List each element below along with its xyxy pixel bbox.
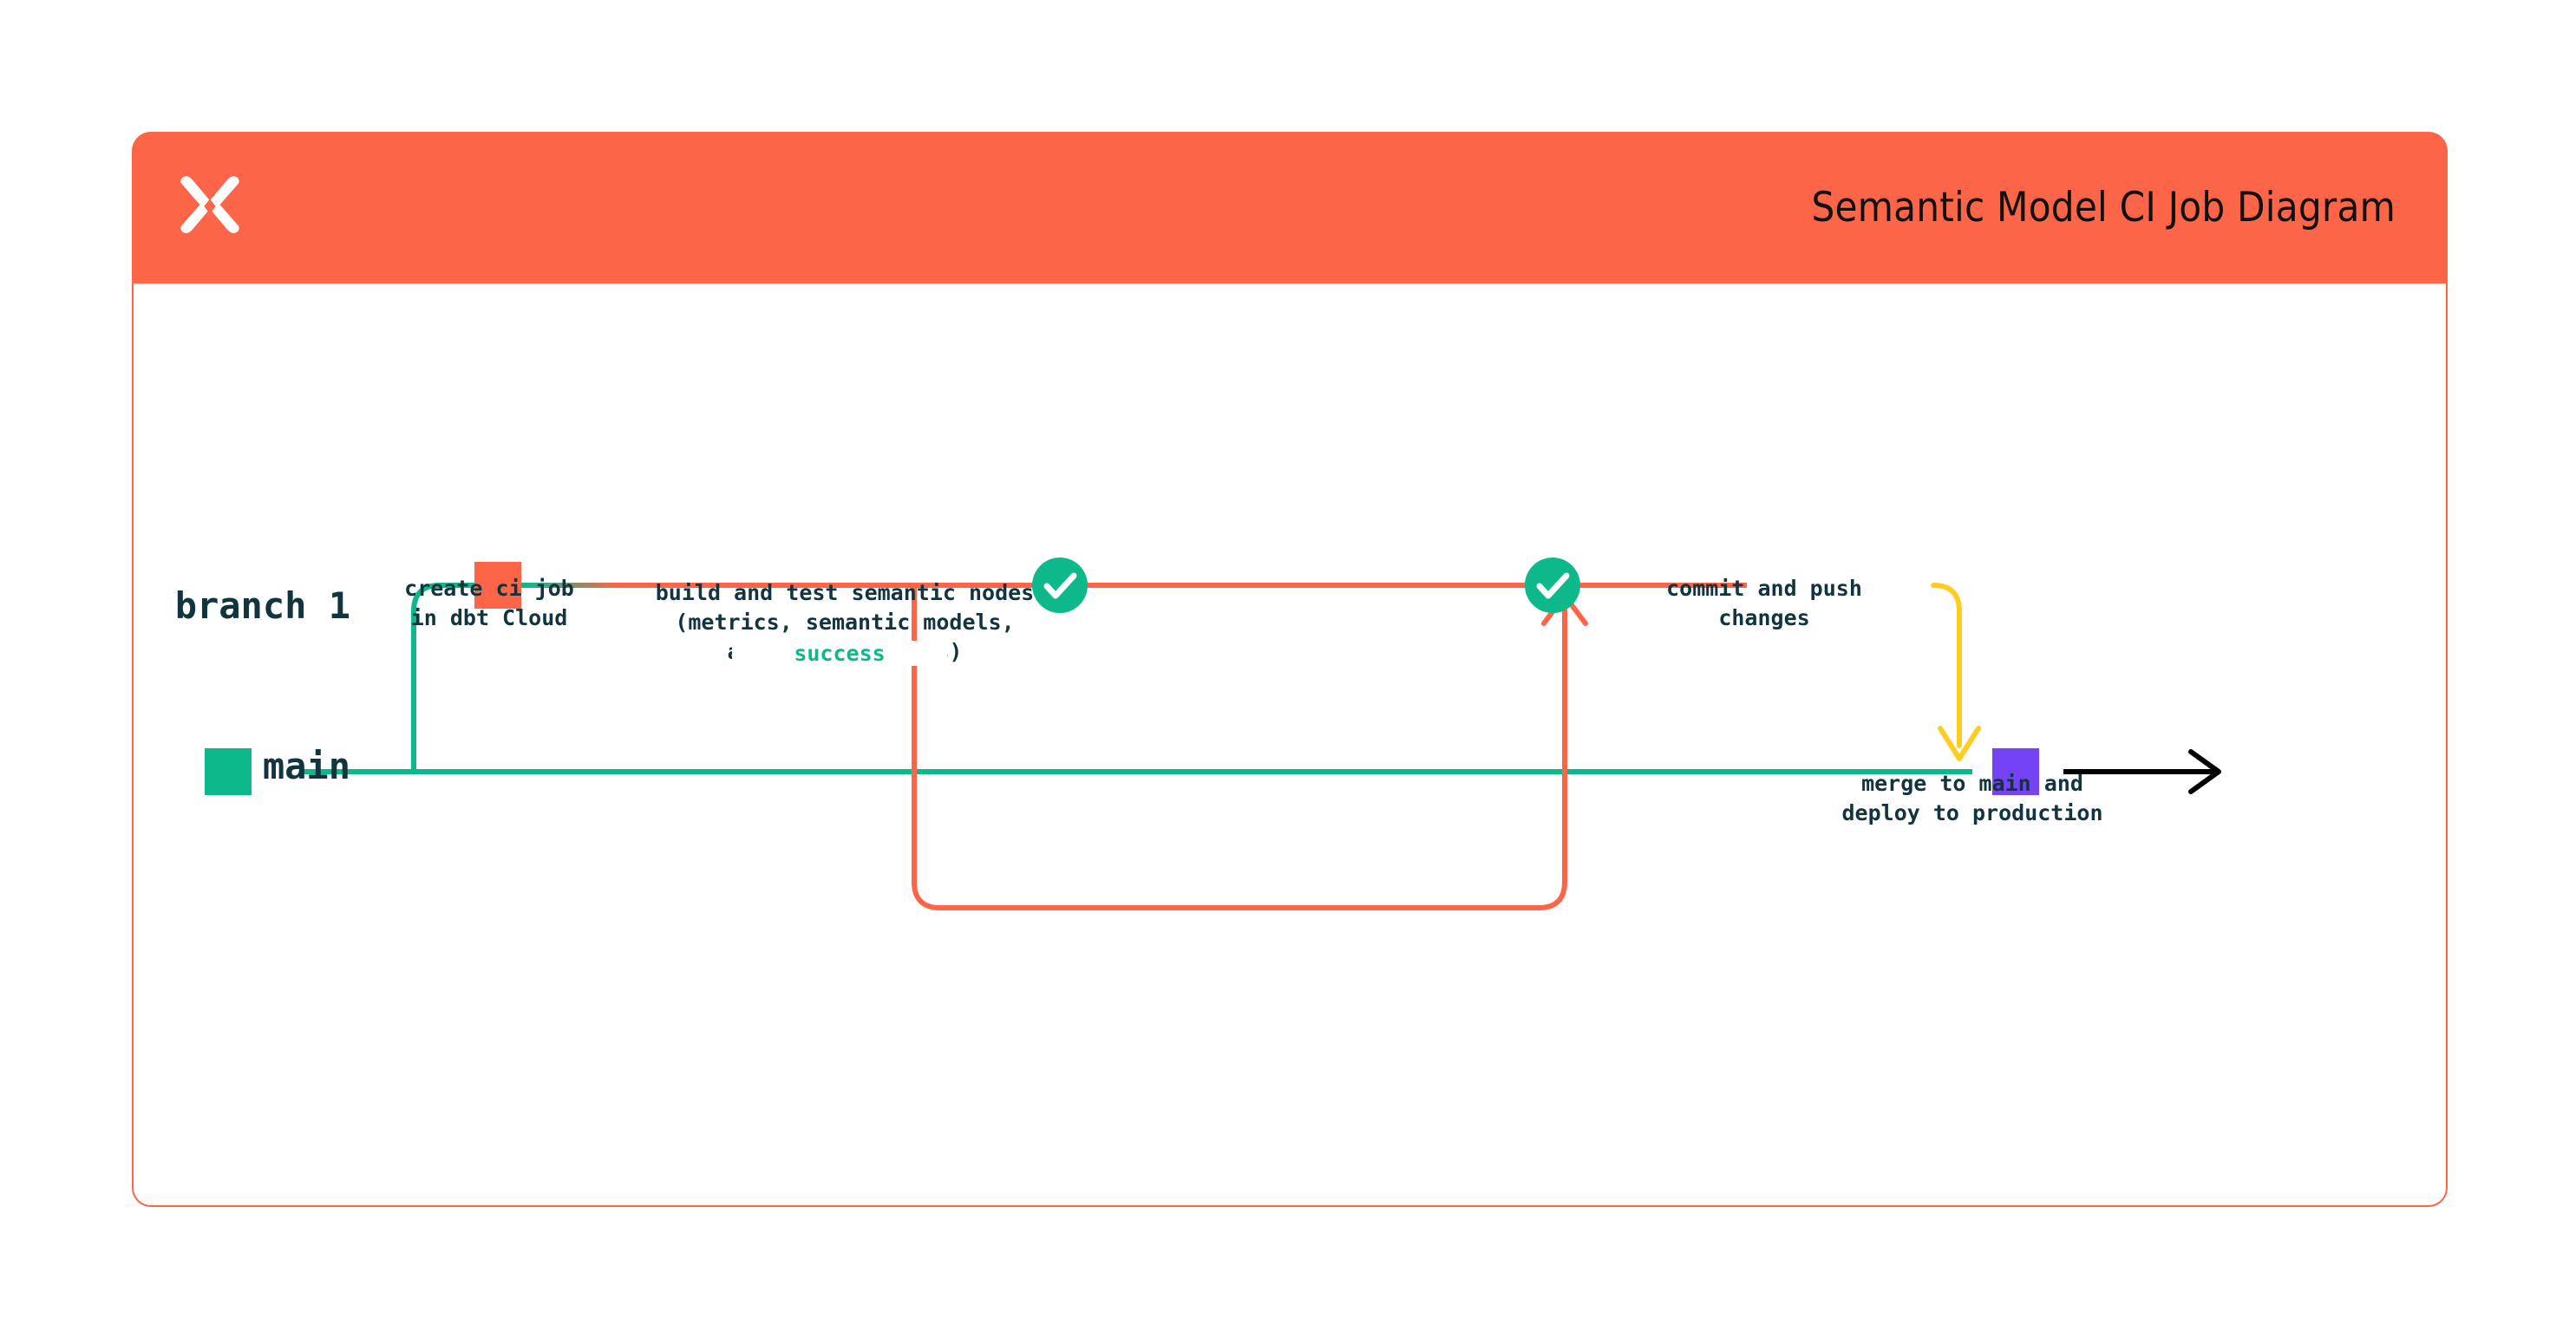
node-caption-commit-and-push: commit and push changes — [1666, 576, 1862, 630]
main-continues-arrow — [2063, 749, 2221, 794]
node-marker-main-start — [205, 748, 252, 795]
node-marker-build-and-test — [1032, 558, 1088, 613]
edge-label-success: success — [732, 641, 947, 666]
merge-down-edge — [1931, 583, 1981, 761]
card-header: Semantic Model CI Job Diagram — [132, 132, 2448, 284]
node-marker-create-ci-job — [474, 562, 521, 609]
node-marker-merge-to-main — [1992, 748, 2039, 795]
dbt-logo-icon — [168, 165, 252, 248]
node-caption-create-ci-job: create ci job in dbt Cloud — [404, 576, 574, 630]
card-body: branch 1 main create ci job in dbt Cloud… — [132, 284, 2448, 1207]
branch-off-edge — [411, 583, 622, 774]
diagram-card: Semantic Model CI Job Diagram — [132, 132, 2448, 1207]
lane-label-branch-1: branch 1 — [174, 584, 350, 627]
page-title: Semantic Model CI Job Diagram — [1811, 184, 2396, 232]
lane-label-main: main — [262, 745, 350, 787]
node-marker-commit-and-push — [1525, 558, 1580, 613]
ci-job-diagram: branch 1 main create ci job in dbt Cloud… — [134, 284, 2449, 1207]
node-caption-merge-to-main: merge to main and deploy to production — [1841, 771, 2103, 825]
